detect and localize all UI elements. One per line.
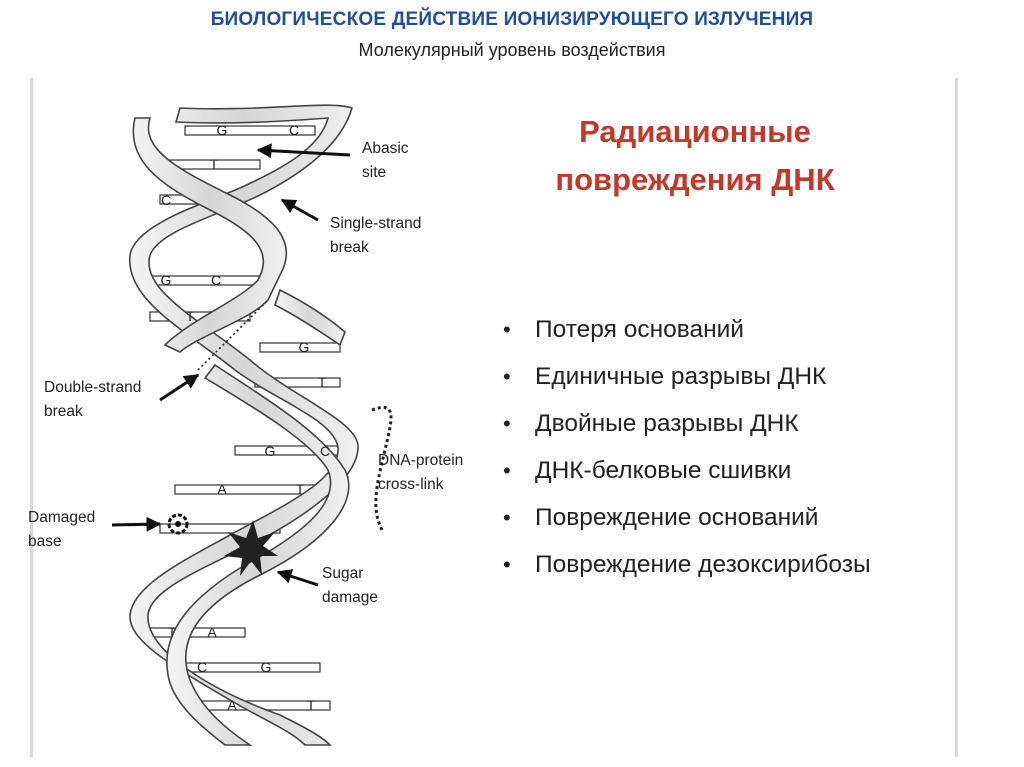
base-letter: T bbox=[318, 374, 327, 390]
label-abasic-site-1: Abasic bbox=[362, 140, 409, 157]
sugar-damage-burst bbox=[224, 520, 278, 576]
list-item: Повреждение оснований bbox=[495, 500, 871, 547]
list-item: Единичные разрывы ДНК bbox=[495, 359, 871, 406]
damage-types-list: Потеря оснований Единичные разрывы ДНК Д… bbox=[495, 312, 871, 594]
figure-labels: Abasic site Single-strand break Double-s… bbox=[28, 140, 463, 606]
base-letter: C bbox=[161, 192, 171, 208]
header-title: БИОЛОГИЧЕСКОЕ ДЕЙСТВИЕ ИОНИЗИРУЮЩЕГО ИЗЛ… bbox=[210, 9, 814, 30]
base-letter: T bbox=[168, 624, 177, 640]
label-sugar-damage-2: damage bbox=[322, 589, 378, 606]
slide-title-line-1: Радиационные bbox=[579, 114, 811, 149]
right-panel-border bbox=[955, 78, 958, 757]
list-item: Повреждение дезоксирибозы bbox=[495, 547, 871, 594]
dna-strand-upper-right bbox=[274, 288, 346, 347]
base-letters: G C T C G C T G T G C A T T A C G A T bbox=[161, 122, 331, 713]
label-double-strand-1: Double-strand bbox=[44, 379, 141, 396]
list-item: Потеря оснований bbox=[495, 312, 871, 359]
label-single-strand-1: Single-strand bbox=[330, 215, 421, 232]
label-damaged-base-1: Damaged bbox=[28, 509, 95, 526]
base-letter: C bbox=[211, 272, 221, 288]
base-letter: G bbox=[161, 272, 172, 288]
base-letter: G bbox=[261, 659, 272, 675]
base-letter: A bbox=[207, 624, 217, 640]
label-sugar-damage-1: Sugar bbox=[322, 565, 363, 582]
base-letter: C bbox=[320, 443, 330, 459]
label-damaged-base-2: base bbox=[28, 533, 62, 550]
base-letter: C bbox=[197, 659, 207, 675]
base-letter: C bbox=[289, 122, 299, 138]
list-item: Двойные разрывы ДНК bbox=[495, 406, 871, 453]
label-double-strand-2: break bbox=[44, 403, 83, 420]
list-item: ДНК-белковые сшивки bbox=[495, 453, 871, 500]
label-single-strand-2: break bbox=[330, 239, 369, 256]
base-letter: G bbox=[217, 122, 228, 138]
base-letter: A bbox=[217, 481, 227, 497]
slide-title-line-2: повреждения ДНК bbox=[555, 162, 835, 197]
double-strand-break-gap bbox=[197, 299, 269, 371]
base-letter: T bbox=[307, 697, 316, 713]
damaged-base-mark bbox=[167, 513, 189, 535]
slide-title: Радиационные повреждения ДНК bbox=[520, 108, 870, 204]
annotation-arrows bbox=[111, 143, 351, 587]
base-letter: T bbox=[296, 481, 305, 497]
base-letter: T bbox=[186, 308, 195, 324]
label-dna-protein-2: cross-link bbox=[378, 476, 444, 493]
header-subtitle: Молекулярный уровень воздействия bbox=[358, 40, 666, 60]
dna-strand-back bbox=[129, 104, 359, 746]
dna-protein-crosslink bbox=[371, 406, 393, 531]
base-letter: A bbox=[227, 697, 237, 713]
base-letter: T bbox=[210, 156, 219, 172]
label-dna-protein-1: DNA-protein bbox=[378, 452, 463, 469]
label-abasic-site-2: site bbox=[362, 164, 386, 181]
base-letter: G bbox=[265, 443, 276, 459]
left-panel-border bbox=[30, 78, 33, 757]
dna-strand-front bbox=[132, 117, 288, 353]
dna-helix bbox=[129, 104, 359, 746]
base-letter: G bbox=[299, 339, 310, 355]
dna-strand-front-lower bbox=[166, 363, 350, 746]
